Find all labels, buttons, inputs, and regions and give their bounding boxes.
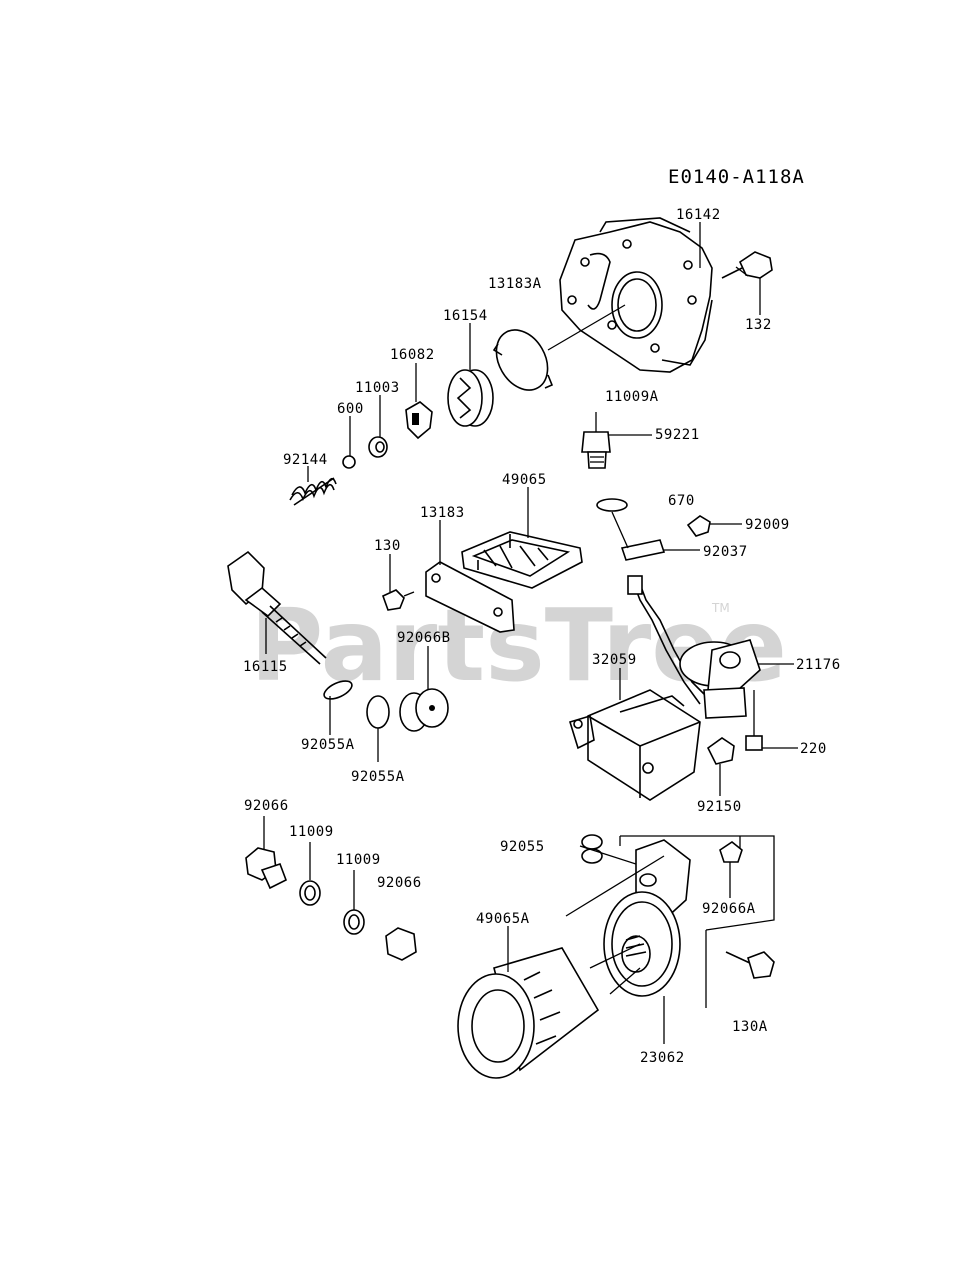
- part-92037-clamp-drawing: [620, 539, 666, 561]
- part-16115-dipstick-drawing: [227, 550, 327, 665]
- label-32059: 32059: [592, 652, 637, 668]
- leader-lines: [263, 222, 798, 1044]
- label-92066A: 92066A: [702, 901, 756, 917]
- label-92066-1: 92066: [244, 798, 289, 814]
- diagram-code: E0140-A118A: [668, 166, 805, 188]
- washer-2-hole: [348, 914, 360, 930]
- label-13183A: 13183A: [488, 276, 542, 292]
- part-92055A-o-ring-1-drawing: [323, 680, 353, 700]
- part-32059-bracket-drawing: [568, 689, 701, 801]
- switch-o-ring-drawing: [596, 498, 628, 512]
- part-92066-plug-2-drawing: [385, 927, 417, 961]
- label-92055A-2: 92055A: [351, 769, 405, 785]
- label-59221: 59221: [655, 427, 700, 443]
- label-130: 130: [374, 538, 401, 554]
- label-49065: 49065: [502, 472, 547, 488]
- part-92055-o-ring-drawing: [581, 834, 603, 864]
- part-49065-strainer-drawing: [461, 531, 583, 589]
- part-59221-switch-drawing: [581, 412, 611, 469]
- label-49065A: 49065A: [476, 911, 530, 927]
- label-92066B: 92066B: [397, 630, 451, 646]
- part-11003-drawing: [368, 436, 388, 458]
- part-92009-screw-drawing: [686, 515, 711, 537]
- label-220: 220: [800, 741, 827, 757]
- label-92055: 92055: [500, 839, 545, 855]
- label-600: 600: [337, 401, 364, 417]
- part-92066B-plug-drawing: [399, 688, 449, 732]
- part-13183A-gasket-drawing: [492, 329, 554, 391]
- part-220-screw-drawing: [745, 735, 763, 751]
- part-16082-rotor-drawing: [405, 401, 433, 440]
- part-21176-sensor-drawing: [679, 639, 761, 719]
- label-92150: 92150: [697, 799, 742, 815]
- part-92150-bolt-drawing: [706, 737, 735, 765]
- label-92037: 92037: [703, 544, 748, 560]
- label-13183: 13183: [420, 505, 465, 521]
- label-16082: 16082: [390, 347, 435, 363]
- part-49065A-filter-drawing: [457, 947, 600, 1079]
- label-132: 132: [745, 317, 772, 333]
- watermark-tm: TM: [711, 601, 730, 615]
- label-16142: 16142: [676, 207, 721, 223]
- part-11009-washer-2-drawing: [343, 909, 365, 935]
- part-130A-bolt-drawing: [725, 951, 775, 979]
- part-11009-washer-1-drawing: [299, 880, 321, 906]
- label-21176: 21176: [796, 657, 841, 673]
- part-92144-spring-drawing: [289, 477, 337, 506]
- label-92009: 92009: [745, 517, 790, 533]
- label-11009-2: 11009: [336, 852, 381, 868]
- label-11009-1: 11009: [289, 824, 334, 840]
- label-11003: 11003: [355, 380, 400, 396]
- label-92055A-1: 92055A: [301, 737, 355, 753]
- label-11009A: 11009A: [605, 389, 659, 405]
- part-600-ball-drawing: [342, 455, 356, 469]
- label-670: 670: [668, 493, 695, 509]
- part-labels: 16142 13183A 132 16154 16082 11003 600 9…: [243, 207, 841, 1066]
- part-92066A-plug-drawing: [719, 841, 743, 863]
- part-132-bolt-drawing: [721, 251, 773, 279]
- part-92066-plug-1-drawing: [245, 847, 288, 890]
- washer-1-hole: [304, 885, 316, 901]
- part-23062-base-drawing: [603, 891, 681, 997]
- part-130-bolt-drawing: [382, 589, 415, 611]
- label-16154: 16154: [443, 308, 488, 324]
- label-92066-2: 92066: [377, 875, 422, 891]
- part-16142-pump-cover-drawing: [559, 217, 713, 373]
- part-16154-rotor-drawing: [447, 369, 494, 427]
- label-92144: 92144: [283, 452, 328, 468]
- label-23062: 23062: [640, 1050, 685, 1066]
- label-16115: 16115: [243, 659, 288, 675]
- label-130A: 130A: [732, 1019, 768, 1035]
- switch-lead-wire-drawing: [627, 575, 711, 705]
